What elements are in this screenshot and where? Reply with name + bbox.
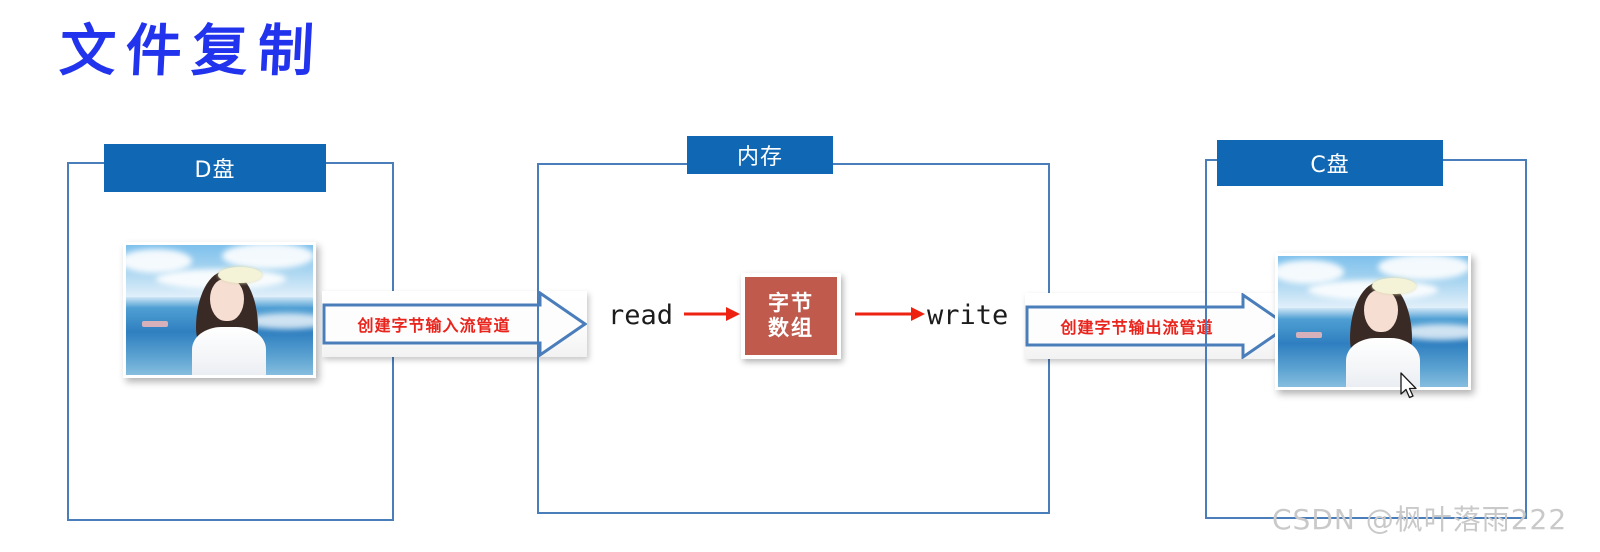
read-to-bytearray-arrow-icon [684, 307, 740, 321]
pipe-input-stream-arrow: 创建字节输入流管道 [322, 291, 587, 357]
plate-c-drive-label: C盘 [1217, 140, 1443, 186]
source-image [123, 242, 316, 378]
photo-subject-dress [1346, 338, 1420, 387]
bytearray-to-write-arrow-icon [855, 307, 925, 321]
photo-cloud [1378, 256, 1468, 280]
byte-array-line2: 数组 [768, 316, 814, 340]
plate-d-drive-label: D盘 [104, 144, 326, 192]
photo-haze [244, 313, 313, 329]
mouse-cursor-icon [1400, 372, 1417, 399]
photo-subject-wreath [1372, 278, 1416, 294]
read-label: read [608, 300, 674, 331]
write-label: write [927, 300, 1009, 331]
pipe-output-stream-label: 创建字节输出流管道 [1060, 318, 1214, 337]
page-title: 文件复制 [58, 19, 326, 84]
watermark: CSDN @枫叶落雨222 [1272, 503, 1568, 536]
photo-subject-face [210, 279, 244, 321]
photo-subject-dress [192, 327, 266, 375]
photo-cloud [126, 249, 192, 273]
plate-memory-label: 内存 [687, 136, 833, 174]
photo-subject-wreath [218, 267, 262, 283]
photo-boat [142, 321, 168, 327]
pipe-input-stream-label: 创建字节输入流管道 [357, 316, 511, 335]
block-arrow-shape [322, 291, 587, 357]
byte-array-line1: 字节 [768, 291, 814, 316]
photo-cloud [222, 245, 313, 269]
photo-cloud [1278, 260, 1344, 284]
target-image [1275, 253, 1471, 390]
byte-array-box: 字节 数组 [741, 273, 841, 359]
block-arrow-shape [1025, 293, 1290, 359]
photo-boat [1296, 332, 1322, 338]
photo-haze [1398, 324, 1468, 340]
photo-subject-face [1364, 290, 1398, 332]
pipe-output-stream-arrow: 创建字节输出流管道 [1025, 293, 1290, 359]
